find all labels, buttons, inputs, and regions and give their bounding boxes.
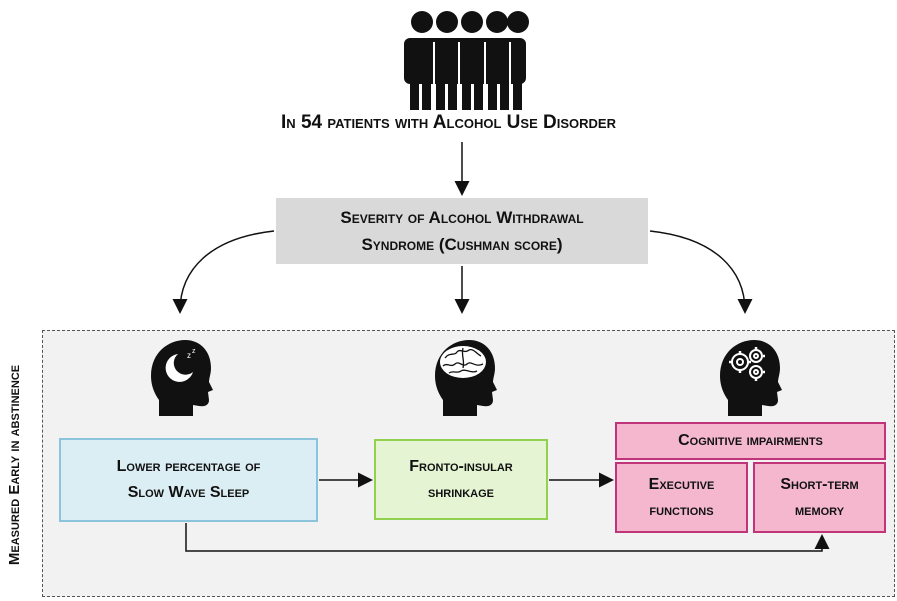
side-label: Measured Early in abstinence (6, 364, 23, 566)
sleeping-head-icon: z z (151, 340, 213, 416)
svg-text:z: z (192, 348, 196, 355)
sws-line-1: Lower percentage of (116, 458, 261, 475)
severity-line-1: Severity of Alcohol Withdrawal (340, 208, 584, 227)
brain-head-icon (435, 340, 497, 416)
people-group-icon (404, 11, 529, 110)
stm-line-1: Short-term (780, 475, 859, 493)
exec-line-2: functions (649, 501, 714, 519)
severity-box: Severity of Alcohol Withdrawal Syndrome … (276, 198, 648, 264)
exec-line-1: Executive (648, 475, 715, 493)
svg-text:z: z (187, 351, 191, 360)
fi-line-1: Fronto-insular (409, 457, 513, 475)
fronto-insular-box: Fronto-insular shrinkage (374, 439, 548, 520)
page-title: In 54 patients with Alcohol Use Disorder (281, 112, 616, 133)
cognitive-impairments-box: Cognitive impairments (615, 422, 886, 460)
slow-wave-sleep-box: Lower percentage of Slow Wave Sleep (59, 438, 318, 522)
gears-head-icon (720, 340, 782, 416)
executive-functions-box: Executive functions (615, 462, 748, 533)
stm-line-2: memory (794, 501, 845, 519)
sws-line-2: Slow Wave Sleep (127, 484, 250, 501)
short-term-memory-box: Short-term memory (753, 462, 886, 533)
severity-line-2: Syndrome (Cushman score) (361, 235, 563, 254)
fi-line-2: shrinkage (427, 483, 494, 501)
